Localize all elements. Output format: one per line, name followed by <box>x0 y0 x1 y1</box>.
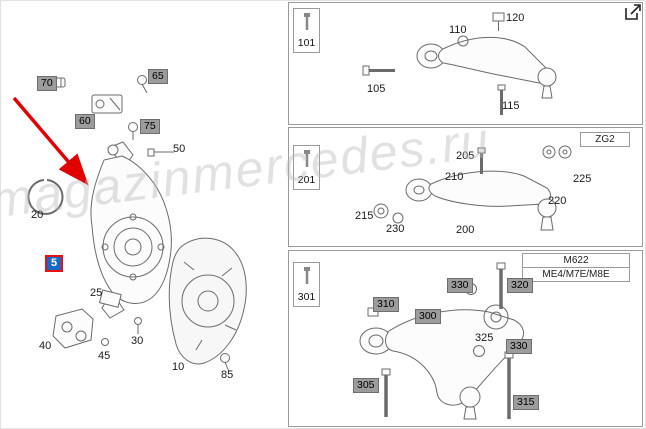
part-label-50[interactable]: 50 <box>173 143 186 155</box>
part-label-310[interactable]: 310 <box>373 297 399 312</box>
part-label-110[interactable]: 110 <box>449 24 467 36</box>
part-label-105[interactable]: 105 <box>367 83 386 95</box>
pointer-arrow <box>12 96 89 186</box>
panel-201: 201 ZG2 205 210 225 215 230 200 220 <box>288 127 643 247</box>
part-label-320[interactable]: 320 <box>507 278 533 293</box>
edit-icon[interactable] <box>624 3 642 21</box>
ref-number: 101 <box>297 37 316 49</box>
part-label-205[interactable]: 205 <box>456 150 475 162</box>
upper-arm-drawing <box>362 12 557 115</box>
part-label-70[interactable]: 70 <box>37 76 57 91</box>
part-label-330-a[interactable]: 330 <box>447 278 473 293</box>
part-label-215[interactable]: 215 <box>355 210 374 222</box>
part-label-65[interactable]: 65 <box>148 69 168 84</box>
bolt-icon <box>303 267 310 284</box>
ref-number: 301 <box>297 291 316 303</box>
part-label-200[interactable]: 200 <box>456 224 475 236</box>
part-label-305[interactable]: 305 <box>353 378 379 393</box>
part-label-225[interactable]: 225 <box>573 173 592 185</box>
ref-box-101[interactable]: 101 <box>293 8 320 53</box>
part-label-10[interactable]: 10 <box>172 361 185 373</box>
part-label-60[interactable]: 60 <box>75 114 95 129</box>
panel-101: 101 105 110 120 115 <box>288 2 643 125</box>
part-label-25[interactable]: 25 <box>90 287 103 299</box>
knuckle-diagram-area: 70 65 60 75 50 20 5 25 40 45 30 10 85 <box>0 0 287 429</box>
part-label-230[interactable]: 230 <box>386 223 405 235</box>
ref-box-301[interactable]: 301 <box>293 262 320 307</box>
knuckle-drawing <box>12 75 247 373</box>
bolt-icon <box>303 13 310 30</box>
part-label-20[interactable]: 20 <box>31 209 44 221</box>
part-label-40[interactable]: 40 <box>39 340 52 352</box>
edit-icon-glyph <box>625 4 641 20</box>
part-label-45[interactable]: 45 <box>98 350 111 362</box>
variant-tag-me4-m7e-m8e: ME4/M7E/M8E <box>522 267 630 282</box>
part-label-75[interactable]: 75 <box>140 119 160 134</box>
part-label-5-selected[interactable]: 5 <box>45 255 64 272</box>
part-label-300[interactable]: 300 <box>415 309 441 324</box>
ref-number: 201 <box>297 174 316 186</box>
part-label-315[interactable]: 315 <box>513 395 539 410</box>
part-label-30[interactable]: 30 <box>131 335 144 347</box>
part-label-85[interactable]: 85 <box>221 369 234 381</box>
part-label-220[interactable]: 220 <box>548 195 567 207</box>
variant-tag-m622: M622 <box>522 253 630 268</box>
ref-box-201[interactable]: 201 <box>293 145 320 190</box>
part-label-325[interactable]: 325 <box>475 332 494 344</box>
lower-arm-drawing <box>373 145 572 231</box>
variant-tag-zg2: ZG2 <box>580 132 630 147</box>
part-label-210[interactable]: 210 <box>445 171 464 183</box>
bolt-icon <box>303 150 310 167</box>
part-label-115[interactable]: 115 <box>502 100 520 112</box>
part-label-120[interactable]: 120 <box>506 12 525 24</box>
panel-301: 301 M622 ME4/M7E/M8E 310 300 330 320 325… <box>288 250 643 427</box>
part-label-330-b[interactable]: 330 <box>506 339 532 354</box>
